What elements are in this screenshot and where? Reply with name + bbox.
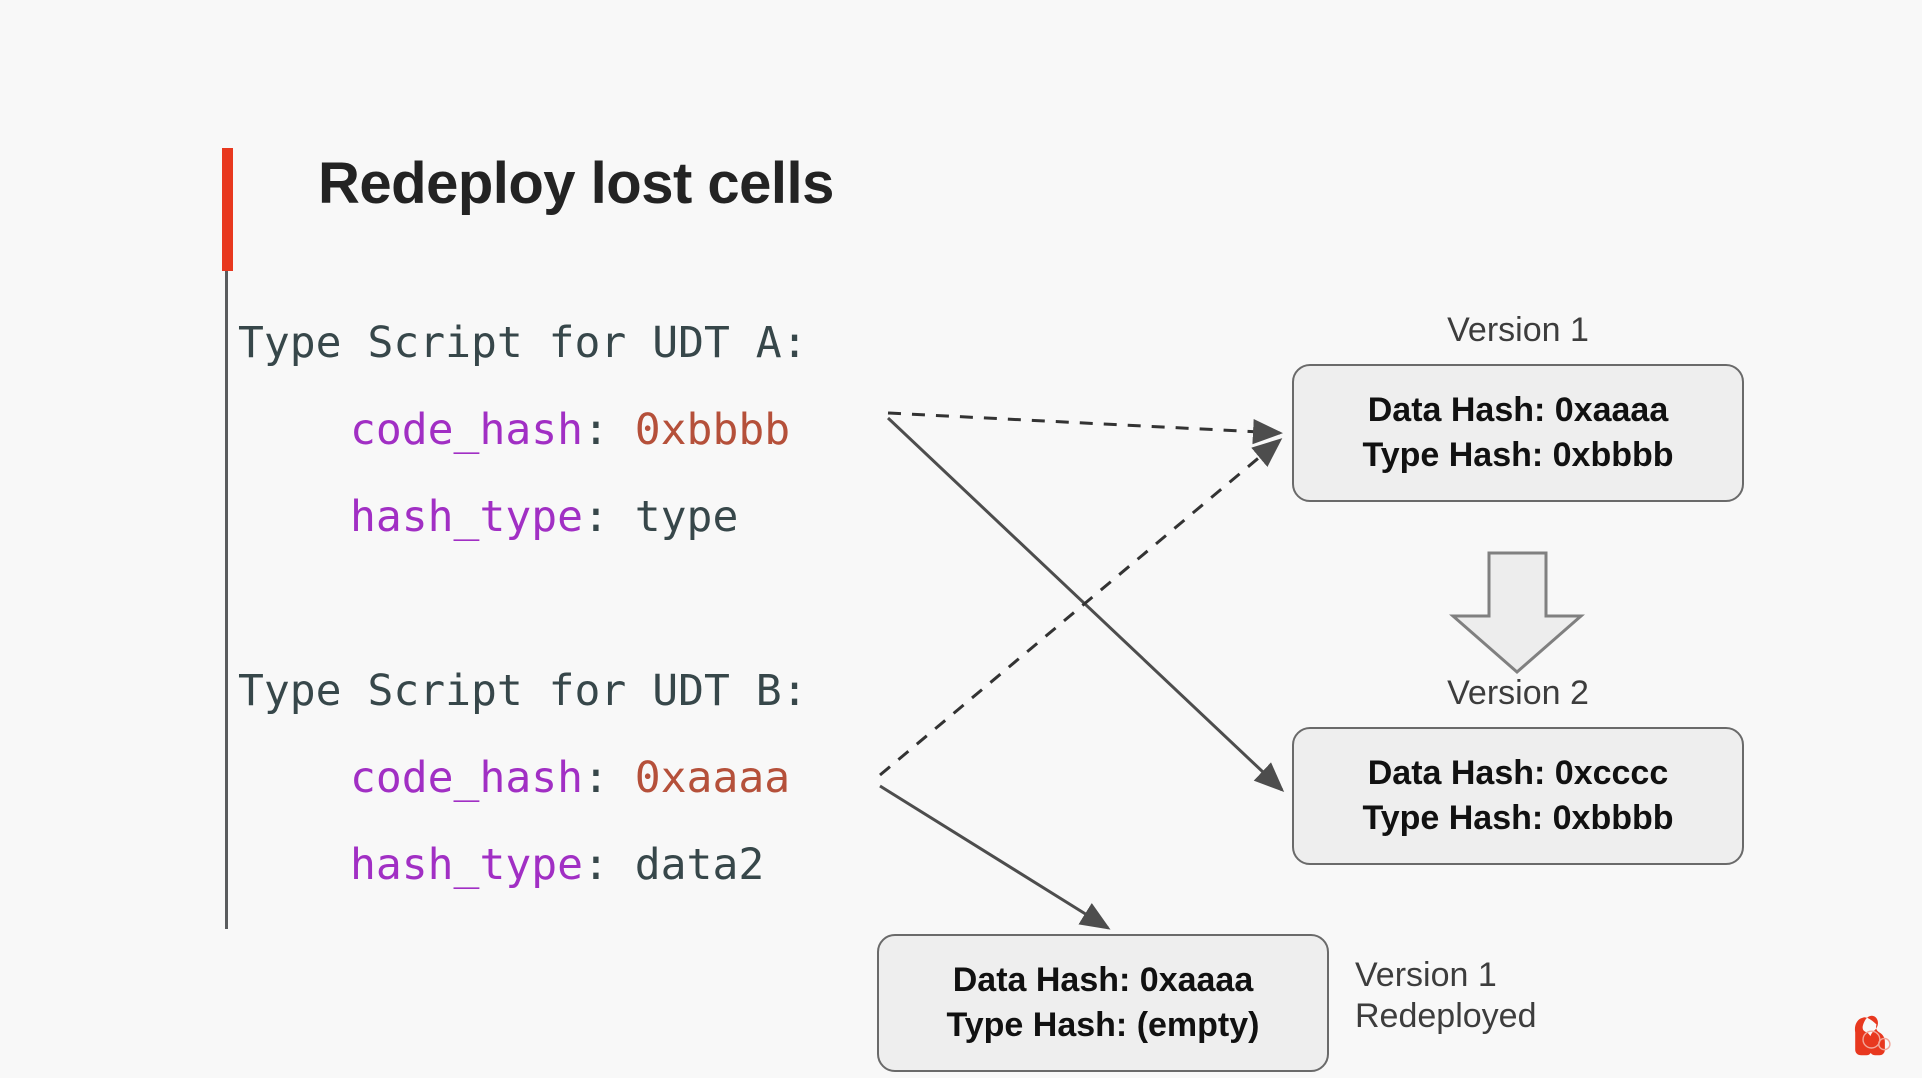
cell-box-redeployed: Data Hash: 0xaaaa Type Hash: (empty) (877, 934, 1329, 1072)
version-1-label: Version 1 (1447, 311, 1589, 349)
code-token-key: code_hash (350, 753, 583, 803)
connector-udt-b-to-v1 (879, 438, 1283, 777)
page-title: Redeploy lost cells (318, 151, 834, 216)
code-token-punc: : (583, 753, 635, 803)
code-token-punc: : (583, 492, 635, 542)
code-token-key: code_hash (350, 405, 583, 455)
code-token-plain: type (634, 492, 739, 542)
code-line: Type Script for UDT B: (238, 648, 808, 735)
code-line (238, 561, 808, 648)
code-token-plain: Type Script for UDT B: (238, 666, 808, 716)
version-2-label: Version 2 (1447, 674, 1589, 712)
v2-type-hash: Type Hash: 0xbbbb (1362, 799, 1674, 837)
connector-udt-b-to-redeployed (879, 784, 1111, 930)
redeployed-label-line-1: Version 1 (1355, 956, 1497, 994)
code-token-key: hash_type (350, 840, 583, 890)
code-line: Type Script for UDT A: (238, 300, 808, 387)
code-token-plain: data2 (634, 840, 765, 890)
gorilla-logo-icon (1854, 1015, 1891, 1056)
connector-udt-a-to-v1 (887, 411, 1283, 445)
code-token-hex: 0xaaaa (634, 753, 791, 803)
v1-data-hash: Data Hash: 0xaaaa (1367, 391, 1669, 430)
code-token-punc: : (583, 840, 635, 890)
code-token-plain: Type Script for UDT A: (238, 318, 808, 368)
version-1-redeployed-label: Version 1 Redeployed (1355, 955, 1685, 1038)
cell-box-version-2: Data Hash: 0xcccc Type Hash: 0xbbbb (1292, 727, 1744, 865)
v2-data-hash: Data Hash: 0xcccc (1367, 754, 1669, 793)
redeployed-label-line-2: Redeployed (1355, 997, 1537, 1036)
code-line: hash_type: data2 (238, 822, 808, 909)
code-line: hash_type: type (238, 474, 808, 561)
code-line: code_hash: 0xbbbb (238, 387, 808, 474)
code-token-hex: 0xbbbb (634, 405, 791, 455)
code-token-key: hash_type (350, 492, 583, 542)
left-vertical-rule (225, 271, 228, 929)
redeployed-data-hash: Data Hash: 0xaaaa (952, 961, 1254, 1000)
connector-udt-a-to-v2 (886, 416, 1285, 793)
upgrade-block-arrow-icon (1449, 551, 1585, 674)
code-line: code_hash: 0xaaaa (238, 735, 808, 822)
redeployed-type-hash: Type Hash: (empty) (946, 1006, 1260, 1044)
cell-box-version-1: Data Hash: 0xaaaa Type Hash: 0xbbbb (1292, 364, 1744, 502)
code-token-punc: : (583, 405, 635, 455)
title-accent-bar (222, 148, 233, 271)
v1-type-hash: Type Hash: 0xbbbb (1362, 436, 1674, 474)
